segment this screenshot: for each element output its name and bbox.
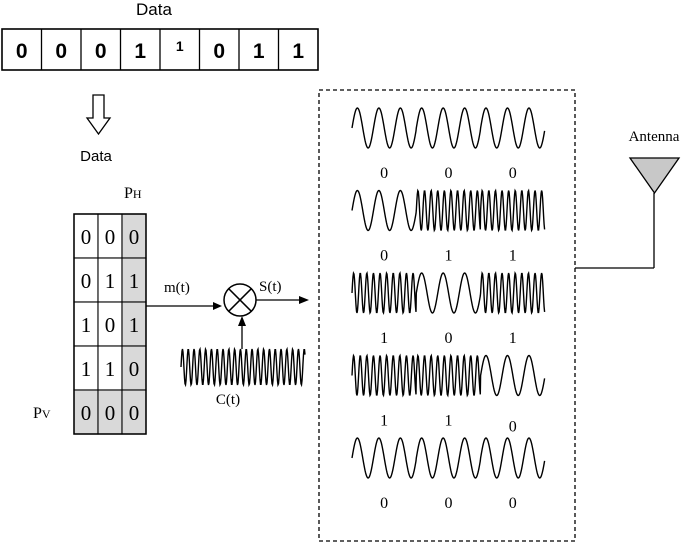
matrix-cell-value: 0 [129,357,140,381]
down-arrow-icon [85,94,112,136]
data-bit-cell: 0 [16,40,28,63]
data-bit-cell: 0 [95,40,107,63]
data-bit-cell: 1 [176,38,184,54]
antenna-label: Antenna [629,129,680,145]
wave-bit-label: 1 [509,330,517,347]
wave-bit-label: 0 [509,419,517,436]
wave-bit-label: 0 [444,165,452,182]
matrix-cell-value: 0 [105,313,116,337]
s-arrow-head [299,296,309,304]
matrix-cell-value: 0 [81,225,92,249]
matrix-cell-value: 1 [81,357,92,381]
modulated-wave [351,353,546,398]
wave-bit-label: 0 [444,495,452,512]
data-bit-cell: 1 [253,40,265,63]
matrix-cell [73,389,99,435]
wave-bit-label: 0 [380,165,388,182]
data-bit-register: 0 0 0 1 1 0 1 1 [1,28,319,71]
modulated-wave [351,271,546,315]
matrix-cell [73,257,99,303]
antenna-icon [628,157,681,195]
wave-bit-label: 0 [444,330,452,347]
wave-bit-label: 0 [380,248,388,265]
carrier-arrow-head [238,316,246,326]
matrix-cell-value: 1 [81,313,92,337]
carrier-wave [180,346,306,388]
modulated-wave [351,188,546,233]
data-arrow-label: Data [80,148,112,165]
wave-bit-label: 1 [380,413,388,430]
matrix-cell [73,213,99,259]
matrix-cell-value: 1 [129,269,140,293]
c-label: C(t) [216,392,240,408]
wave-bit-label: 0 [509,165,517,182]
wave-bit-label: 1 [444,248,452,265]
matrix-cell [97,213,123,259]
matrix-cell [121,389,147,435]
matrix-cell-value: 0 [105,225,116,249]
wave-bit-label: 0 [509,495,517,512]
matrix-cell-value: 0 [81,269,92,293]
matrix-cell [97,257,123,303]
matrix-cell-value: 1 [105,269,116,293]
matrix-cell-value: 1 [105,357,116,381]
data-title: Data [136,0,172,19]
modulated-wave [351,437,546,479]
wave-bit-label: 0 [380,495,388,512]
data-bit-cell: 1 [134,40,146,63]
ph-label: PH [124,185,142,202]
matrix-cell-value: 0 [129,401,140,425]
matrix-cell-value: 1 [129,313,140,337]
data-bit-cell: 0 [213,40,225,63]
modulated-wave [351,107,546,149]
modulated-output-box [318,89,576,542]
pv-label: PV [33,405,51,422]
data-bit-cell: 0 [55,40,67,63]
matrix-cell-value: 0 [105,401,116,425]
m-arrow-head [213,302,222,310]
mixer-icon [223,283,257,317]
data-bit-cell: 1 [292,40,304,63]
matrix-cell-value: 0 [129,225,140,249]
wave-bit-label: 1 [444,413,452,430]
wave-bit-label: 1 [380,330,388,347]
s-label: S(t) [259,279,282,295]
m-label: m(t) [164,280,190,296]
matrix-cell-value: 0 [81,401,92,425]
modulated-waveforms: 0 0 0 0 1 1 1 0 1 1 1 0 0 0 0 [351,107,546,512]
wave-bit-label: 1 [509,248,517,265]
